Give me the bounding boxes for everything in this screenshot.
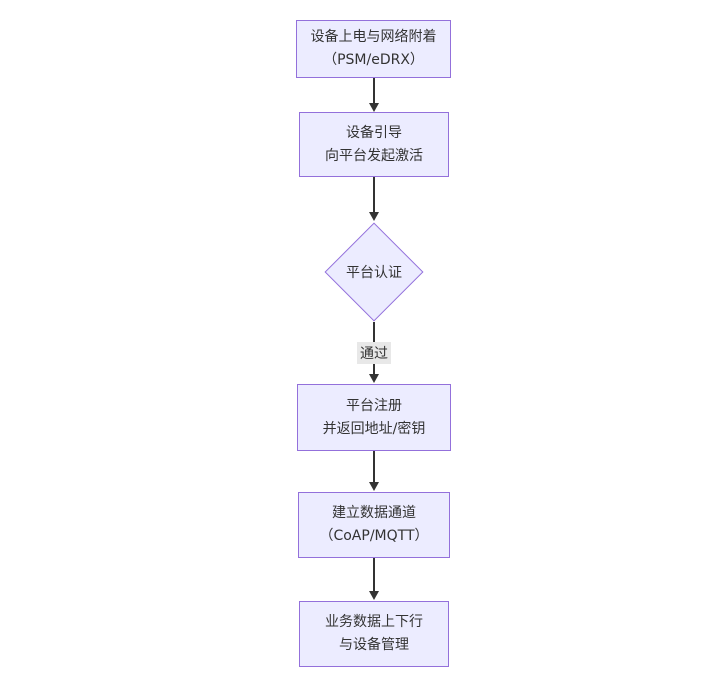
node-register-line2: 并返回地址/密钥 — [322, 420, 426, 437]
node-power-attach-line2: （PSM/eDRX） — [323, 52, 424, 68]
node-register: 平台注册 并返回地址/密钥 — [297, 384, 451, 451]
edge-line — [373, 177, 375, 213]
edge-line — [373, 451, 375, 483]
node-bootstrap-line2: 向平台发起激活 — [325, 147, 423, 164]
node-power-attach: 设备上电与网络附着 （PSM/eDRX） — [296, 20, 451, 78]
node-business-data: 业务数据上下行 与设备管理 — [299, 601, 449, 667]
edge-arrowhead-down-icon — [369, 374, 379, 383]
node-bootstrap: 设备引导 向平台发起激活 — [299, 112, 449, 177]
node-data-channel-line2: （CoAP/MQTT） — [319, 528, 429, 544]
node-data-channel-line1: 建立数据通道 — [332, 505, 416, 521]
node-data-channel: 建立数据通道 （CoAP/MQTT） — [298, 492, 450, 558]
edge-arrowhead-down-icon — [369, 212, 379, 221]
edge-line — [373, 558, 375, 592]
edge-arrowhead-down-icon — [369, 103, 379, 112]
node-business-data-line2: 与设备管理 — [339, 637, 409, 653]
node-business-data-line1: 业务数据上下行 — [325, 614, 423, 630]
node-power-attach-line1: 设备上电与网络附着 — [310, 29, 437, 45]
edge-arrowhead-down-icon — [369, 591, 379, 600]
edge-arrowhead-down-icon — [369, 482, 379, 491]
edge-line — [373, 78, 375, 104]
edge-label-pass: 通过 — [357, 342, 391, 364]
node-bootstrap-line1: 设备引导 — [346, 124, 402, 141]
decision-platform-auth-label: 平台认证 — [346, 265, 402, 281]
node-register-line1: 平台注册 — [346, 397, 402, 414]
